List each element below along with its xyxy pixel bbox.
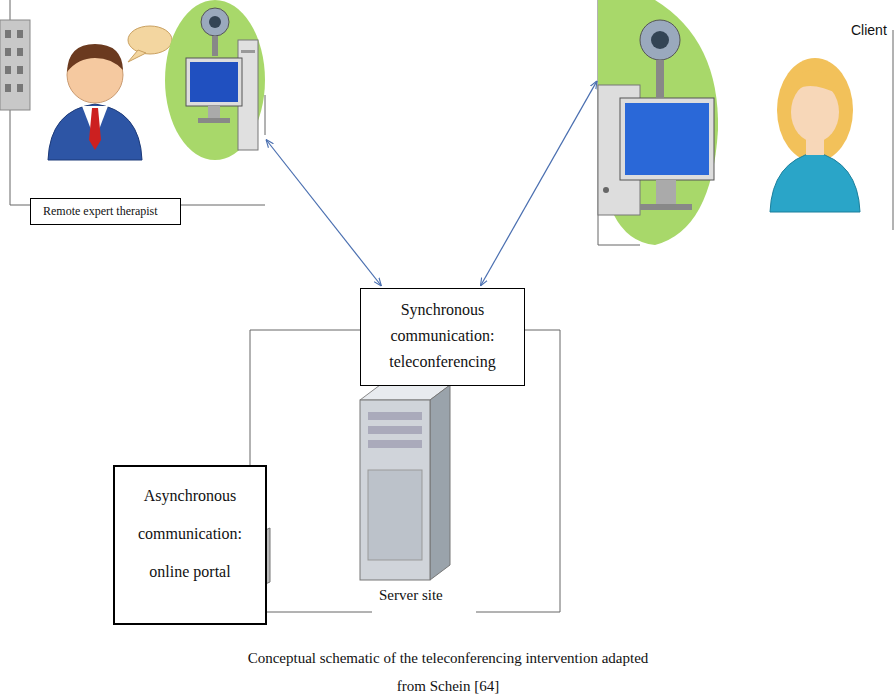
- caption-block: Conceptual schematic of the teleconferen…: [0, 644, 896, 694]
- client-computer: [625, 103, 709, 175]
- therapist-computer: [186, 58, 242, 106]
- client-figure: [777, 58, 853, 162]
- therapist-computer: [190, 62, 238, 102]
- building-icon: [0, 20, 30, 110]
- therapist-computer: [209, 16, 221, 28]
- client-computer: [598, 0, 718, 245]
- node-text: Asynchronous communication: online porta…: [123, 477, 257, 591]
- speech-bubble: [128, 26, 172, 54]
- server-tower: [430, 385, 450, 580]
- server-tower: [360, 400, 430, 580]
- process-box: Asynchronous communication: online porta…: [113, 465, 267, 625]
- client-figure: [770, 58, 860, 212]
- panel-line: [250, 612, 372, 613]
- panel-line: [10, 0, 265, 205]
- therapist-computer: [241, 50, 255, 53]
- client-computer: [640, 20, 680, 60]
- building-icon: [17, 30, 23, 38]
- client-computer: [656, 60, 664, 98]
- server-tower: [368, 470, 422, 560]
- client-computer: [656, 180, 676, 204]
- therapist-figure: [48, 104, 142, 160]
- node-text: Synchronous communication: teleconferenc…: [369, 297, 516, 375]
- building-icon: [5, 84, 11, 92]
- panel-line: [265, 95, 266, 135]
- server-tower: [368, 412, 422, 420]
- therapist-computer: [208, 106, 220, 118]
- building-icon: [17, 48, 23, 56]
- double-arrow: [480, 81, 597, 286]
- client-computer: [598, 0, 718, 245]
- building-icon: [5, 48, 11, 56]
- speech-bubble: [128, 26, 172, 62]
- building-icon: [5, 66, 11, 74]
- panel-line: [250, 330, 251, 465]
- server-tower: [368, 440, 422, 448]
- building-icon: [5, 30, 11, 38]
- client-computer: [620, 98, 714, 180]
- client-computer: [651, 31, 669, 49]
- caption: Conceptual schematic of the teleconferen…: [233, 644, 663, 694]
- server-tower: [368, 426, 422, 434]
- therapist-computer: [201, 8, 229, 36]
- building-icon: [17, 84, 23, 92]
- node-text: Remote expert therapist: [30, 198, 181, 225]
- node-text: Client: [850, 22, 888, 38]
- client-figure: [790, 70, 840, 100]
- therapist-panel: Remote expert therapist: [10, 0, 265, 225]
- double-arrow: [266, 140, 381, 287]
- client-panel: Client: [598, 0, 896, 245]
- therapist-computer: [165, 0, 265, 160]
- panel-line: [250, 330, 360, 331]
- client-figure: [770, 152, 860, 212]
- panel-line: [893, 30, 894, 230]
- process-box: Synchronous communication: teleconferenc…: [360, 288, 525, 386]
- therapist-computer: [165, 0, 265, 160]
- site-label: Server site: [376, 587, 446, 604]
- client-computer: [603, 187, 609, 193]
- therapist-figure: [67, 44, 123, 72]
- building-icon: [17, 66, 23, 74]
- speech-bubble: [128, 50, 146, 62]
- client-computer: [640, 204, 692, 210]
- therapist-computer: [212, 36, 218, 56]
- therapist-computer: [198, 118, 230, 123]
- therapist-figure: [89, 108, 101, 150]
- building-icon: [0, 20, 30, 110]
